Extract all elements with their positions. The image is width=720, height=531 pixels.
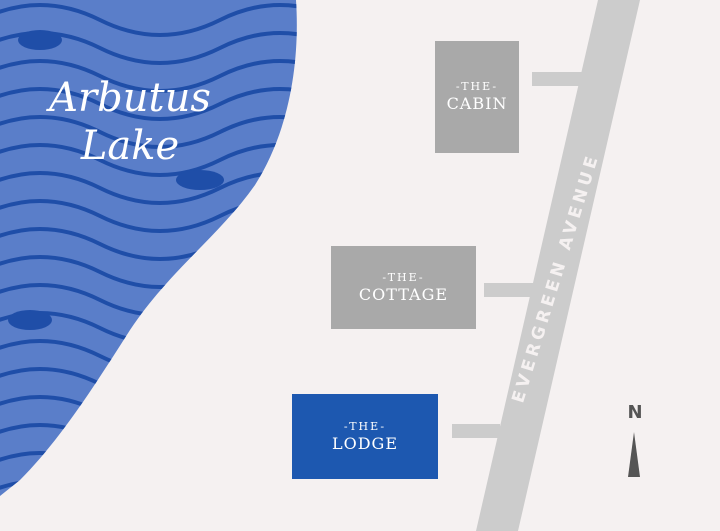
north-arrow-icon xyxy=(628,432,640,477)
lodge-driveway xyxy=(452,424,500,438)
lake-label: Arbutus Lake xyxy=(30,74,230,170)
evergreen-avenue-road xyxy=(476,0,640,531)
lake-label-line1: Arbutus xyxy=(49,75,211,121)
cabin-driveway xyxy=(532,72,582,86)
compass-north-label: N xyxy=(627,402,643,423)
cottage-prefix: -THE- xyxy=(382,270,425,284)
lodge-prefix: -THE- xyxy=(343,419,387,433)
driveways xyxy=(452,72,582,438)
lodge-name: LODGE xyxy=(331,433,399,453)
cottage-name: COTTAGE xyxy=(358,284,449,304)
lake-label-line2: Lake xyxy=(80,123,180,169)
building-cottage[interactable]: -THE- COTTAGE xyxy=(331,246,476,329)
cabin-name: CABIN xyxy=(446,94,508,113)
cottage-driveway xyxy=(484,283,534,297)
cabin-prefix: -THE- xyxy=(455,80,499,93)
building-cabin[interactable]: -THE- CABIN xyxy=(435,41,519,153)
building-lodge[interactable]: -THE- LODGE xyxy=(292,394,438,479)
